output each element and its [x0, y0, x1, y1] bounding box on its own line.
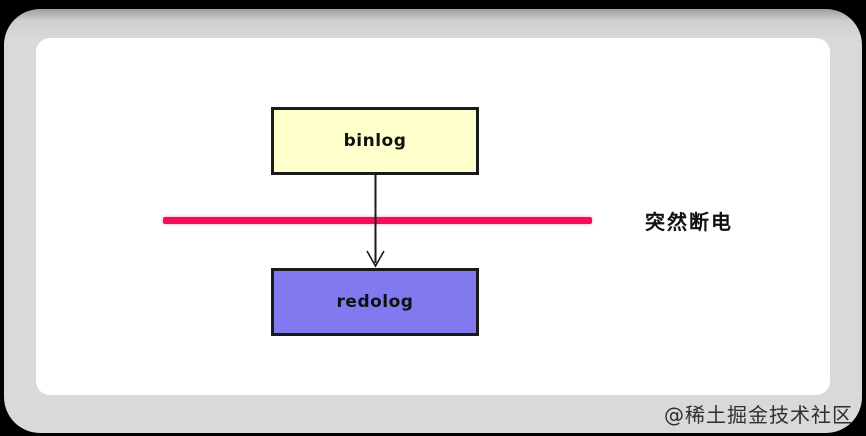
node-binlog-label: binlog — [343, 131, 407, 151]
node-binlog: binlog — [271, 107, 479, 175]
watermark-text: @稀土掘金技术社区 — [664, 403, 853, 427]
node-redolog-label: redolog — [336, 292, 414, 312]
failure-event-line — [163, 217, 592, 224]
failure-event-label: 突然断电 — [645, 210, 733, 234]
node-redolog: redolog — [271, 268, 479, 336]
